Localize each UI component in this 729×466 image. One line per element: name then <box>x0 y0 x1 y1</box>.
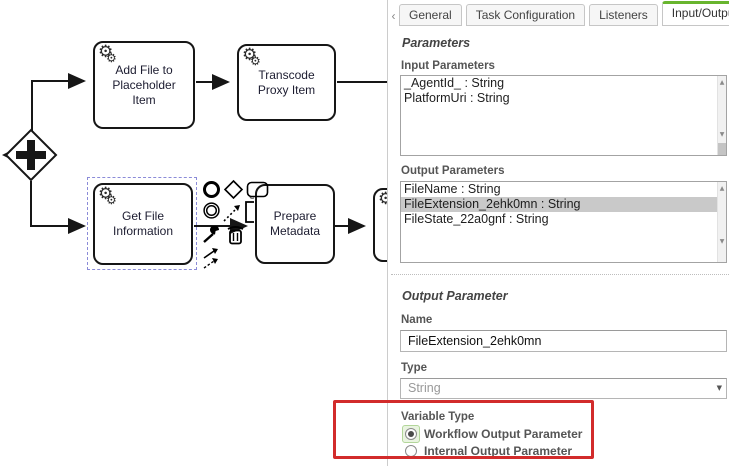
list-item[interactable]: FileState_22a0gnf : String <box>404 212 549 226</box>
scrollbar[interactable]: ▲ ▼ <box>717 182 726 262</box>
context-pad-append-task[interactable] <box>246 181 269 199</box>
radio-focus-ring <box>402 425 420 443</box>
tab-general[interactable]: General <box>399 4 462 26</box>
variable-type-label: Variable Type <box>401 411 475 423</box>
task-label: Get File Information <box>112 209 174 238</box>
task-add-file-to-placeholder-item[interactable]: ⚙⚙ Add File to Placeholder Item <box>93 41 195 129</box>
scroll-down-icon[interactable]: ▼ <box>719 238 725 245</box>
name-label: Name <box>401 314 433 326</box>
task-label: Prepare Metadata <box>269 209 321 238</box>
tab-scroll-left-icon[interactable]: ‹ <box>391 9 396 23</box>
scroll-down-icon[interactable]: ▼ <box>719 131 725 138</box>
output-parameter-heading: Output Parameter <box>402 289 508 303</box>
context-pad-connect-icon[interactable] <box>202 248 222 270</box>
parameters-heading: Parameters <box>402 36 471 50</box>
section-divider <box>391 274 729 275</box>
list-item[interactable]: _AgentId_ : String <box>404 76 505 90</box>
service-task-gear-icon: ⚙⚙ <box>98 42 117 66</box>
tab-input-output[interactable]: Input/Output <box>661 1 729 26</box>
context-pad-append-end-event[interactable] <box>202 180 221 199</box>
type-select[interactable]: String ▼ <box>400 378 727 399</box>
service-task-gear-icon: ⚙⚙ <box>242 45 261 69</box>
task-label: Add File to Placeholder Item <box>112 62 176 107</box>
properties-panel: ‹ General Task Configuration Listeners I… <box>387 0 729 466</box>
output-parameters-label: Output Parameters <box>401 165 505 177</box>
output-parameters-listbox[interactable]: FileName : String FileExtension_2ehk0mn … <box>400 181 727 263</box>
radio-internal-output-parameter[interactable]: Internal Output Parameter <box>402 443 572 459</box>
type-label: Type <box>401 362 427 374</box>
properties-tabbar: ‹ General Task Configuration Listeners I… <box>388 1 729 26</box>
scrollbar-grip[interactable] <box>718 143 726 155</box>
input-parameters-label: Input Parameters <box>401 60 495 72</box>
radio-icon[interactable] <box>405 428 417 440</box>
context-pad-association-icon[interactable] <box>222 203 243 224</box>
radio-focus-ring <box>402 442 420 460</box>
task-get-file-information[interactable]: ⚙⚙ Get File Information <box>93 183 193 265</box>
context-pad-append-gateway[interactable] <box>223 179 244 200</box>
selection-outline <box>87 177 197 270</box>
scrollbar[interactable]: ▲ ▼ <box>717 76 726 155</box>
parallel-gateway[interactable] <box>4 128 58 182</box>
radio-icon[interactable] <box>405 445 417 457</box>
context-pad-text-annotation-icon[interactable] <box>243 200 256 224</box>
input-parameters-listbox[interactable]: _AgentId_ : String PlatformUri : String … <box>400 75 727 156</box>
context-pad-trash-icon[interactable] <box>226 224 245 247</box>
tab-task-configuration[interactable]: Task Configuration <box>465 4 586 26</box>
task-prepare-metadata[interactable]: Prepare Metadata <box>255 184 335 264</box>
service-task-gear-icon: ⚙⚙ <box>98 184 117 208</box>
task-transcode-proxy-item[interactable]: ⚙⚙ Transcode Proxy Item <box>237 44 336 121</box>
context-pad-wrench-icon[interactable] <box>202 226 222 244</box>
context-pad-append-intermediate-event[interactable] <box>202 201 221 220</box>
scroll-up-icon[interactable]: ▲ <box>719 185 725 192</box>
list-item[interactable]: PlatformUri : String <box>404 91 510 105</box>
type-select-value: String <box>408 381 441 395</box>
task-label: Transcode Proxy Item <box>257 67 316 97</box>
radio-label: Workflow Output Parameter <box>424 427 583 441</box>
list-item[interactable]: FileName : String <box>404 182 501 196</box>
chevron-down-icon: ▼ <box>716 384 722 392</box>
scroll-up-icon[interactable]: ▲ <box>719 79 725 86</box>
tab-listeners[interactable]: Listeners <box>589 4 658 26</box>
name-input[interactable] <box>400 330 727 352</box>
list-item[interactable]: FileExtension_2ehk0mn : String <box>401 197 726 212</box>
radio-workflow-output-parameter[interactable]: Workflow Output Parameter <box>402 425 583 443</box>
radio-label: Internal Output Parameter <box>424 444 573 458</box>
